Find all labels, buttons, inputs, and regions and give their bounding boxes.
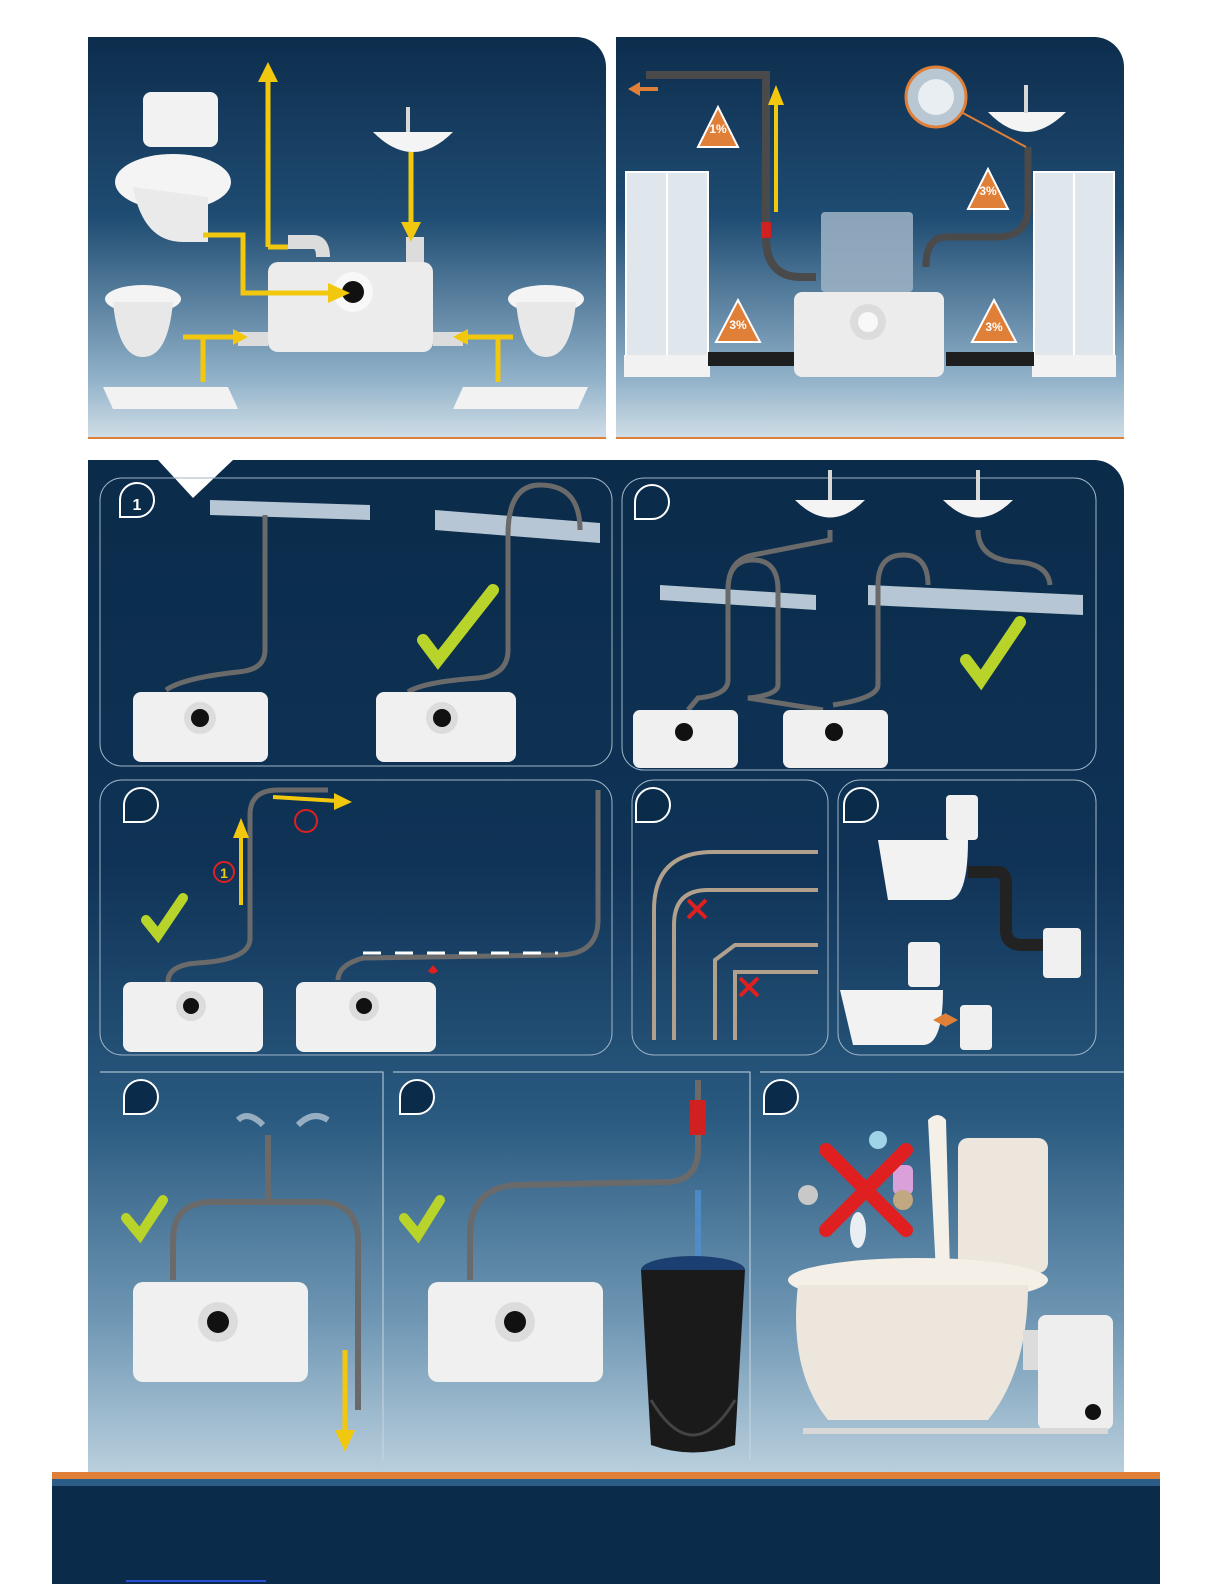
pump-unit-icon	[296, 982, 436, 1052]
bucket-icon	[641, 1256, 745, 1453]
installation-rules-diagram: 1	[88, 460, 1124, 1472]
svg-text:1%: 1%	[709, 122, 727, 136]
forbidden-items-icon	[798, 1131, 913, 1248]
slope-requirements-diagram: 1% 3% 3% 3%	[616, 37, 1124, 437]
check-icon	[966, 622, 1020, 680]
sink-icon	[373, 107, 453, 152]
slope-warning-shower-right: 3%	[972, 300, 1016, 342]
toilet-icon	[115, 92, 231, 242]
check-icon	[146, 898, 183, 935]
pump-unit-icon	[376, 692, 516, 762]
pump-unit-icon	[123, 982, 263, 1052]
pump-unit-icon	[633, 710, 738, 768]
shower-tray-left-icon	[103, 387, 238, 409]
step-5-badge	[844, 788, 878, 822]
pump-unit-icon	[1023, 1315, 1113, 1430]
pump-unit-icon	[428, 1282, 603, 1382]
pump-unit-icon	[133, 692, 268, 762]
shower-cabinet-left-icon	[624, 172, 710, 377]
svg-text:3%: 3%	[985, 320, 1003, 334]
step-3-badge	[124, 788, 158, 822]
shower-cabinet-right-icon	[1032, 172, 1116, 377]
step-8-badge	[764, 1080, 798, 1114]
divider-line	[616, 437, 1124, 439]
up-arrow-icon	[768, 85, 784, 212]
step-6-badge	[124, 1080, 158, 1114]
check-icon	[126, 1200, 163, 1235]
toilet-tank-icon	[821, 212, 913, 292]
check-icon	[404, 1200, 440, 1235]
svg-text:1: 1	[133, 497, 142, 514]
water-drop-icon	[428, 965, 438, 974]
toilet-icon	[840, 942, 943, 1045]
footer-accent-bar-secondary	[52, 1479, 1160, 1486]
footer	[52, 1486, 1160, 1584]
pump-unit-icon	[783, 710, 888, 768]
valve-icon	[690, 1100, 706, 1135]
pump-unit-icon	[960, 1005, 992, 1050]
bidet-left-icon	[105, 285, 181, 357]
svg-text:3%: 3%	[979, 184, 997, 198]
sink-icon	[988, 85, 1066, 132]
svg-text:3%: 3%	[729, 318, 747, 332]
footer-link[interactable]	[126, 1580, 266, 1582]
svg-text:1: 1	[220, 865, 228, 881]
slope-warning-sink: 3%	[968, 169, 1008, 209]
pump-unit-icon	[794, 292, 944, 377]
pump-unit-icon	[1043, 928, 1081, 978]
divider-line	[88, 437, 606, 439]
footer-accent-bar	[52, 1472, 1160, 1479]
installation-overview-diagram	[88, 37, 606, 437]
step-1-badge: 1	[120, 483, 154, 517]
slope-warning-shower-left: 3%	[716, 300, 760, 342]
shower-tray-right-icon	[453, 387, 588, 409]
installation-overview-panel	[88, 37, 606, 437]
step-2-badge	[635, 485, 669, 519]
toilet-icon	[878, 795, 978, 900]
slope-requirements-panel: 1% 3% 3% 3%	[616, 37, 1124, 437]
installation-rules-panel: 1	[88, 460, 1124, 1472]
discharge-left-arrow-icon	[628, 82, 658, 96]
check-icon	[423, 590, 493, 660]
slope-warning-discharge: 1%	[698, 107, 738, 147]
step-4-badge	[636, 788, 670, 822]
height-marker-badge: 1	[214, 862, 234, 882]
step-7-badge	[400, 1080, 434, 1114]
bidet-right-icon	[508, 285, 584, 357]
pump-unit-icon	[133, 1282, 308, 1382]
cross-icon	[688, 900, 758, 996]
